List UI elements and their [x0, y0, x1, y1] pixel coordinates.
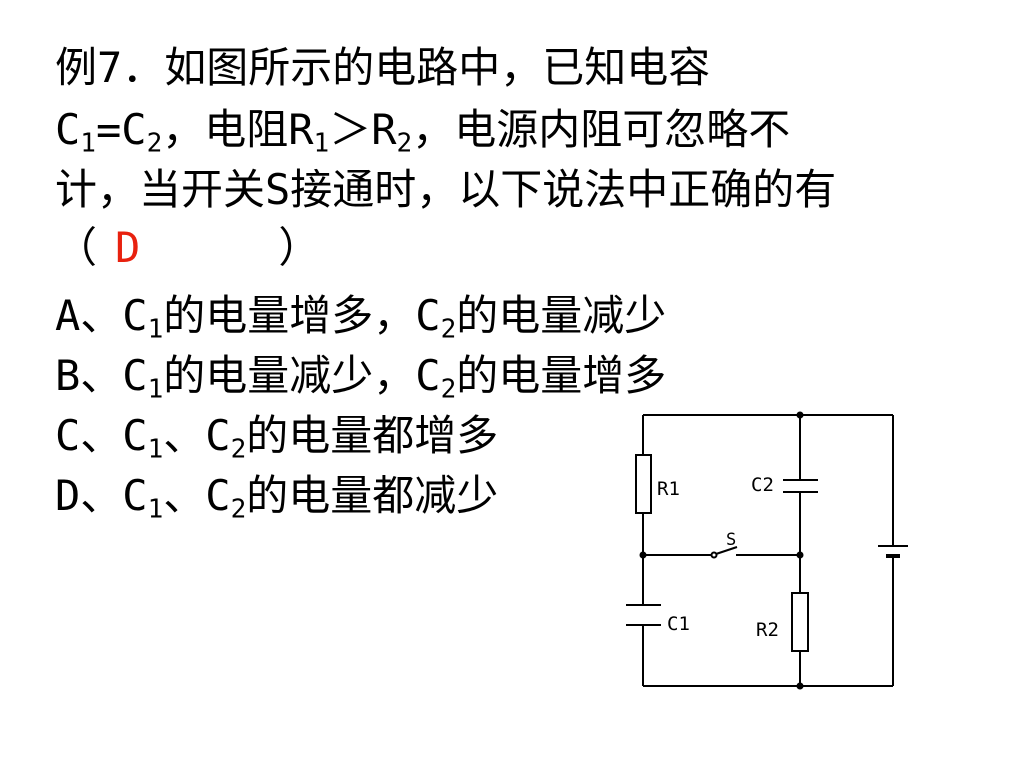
- switch-label: S: [726, 530, 736, 550]
- answer-letter: D: [115, 223, 141, 272]
- battery: [878, 545, 908, 558]
- question-text: 例7．如图所示的电路中，已知电容: [55, 43, 711, 92]
- question-line-2: C1=C2，电阻R1＞R2，电源内阻可忽略不: [55, 104, 790, 156]
- option-label: D、C: [55, 471, 148, 520]
- subscript: 2: [396, 128, 413, 159]
- option-label: B、C: [55, 351, 148, 400]
- option-text: 的电量减少，C: [163, 351, 441, 400]
- option-text: 的电量都增多: [246, 411, 499, 460]
- resistor-r2: [791, 592, 809, 652]
- switch-s: [710, 546, 738, 559]
- r1-label: R1: [657, 478, 680, 500]
- gt-text: ＞R: [329, 105, 397, 154]
- option-text: 的电量增多: [456, 351, 667, 400]
- question-line-1: 例7．如图所示的电路中，已知电容: [55, 42, 710, 94]
- capacitor-c2: [783, 479, 818, 493]
- eq-text: =C: [95, 105, 147, 154]
- option-text: 、C: [163, 411, 231, 460]
- subscript: 1: [147, 494, 164, 525]
- subscript: 1: [147, 374, 164, 405]
- c-label: C: [55, 105, 81, 154]
- option-c: C、C1、C2的电量都增多: [55, 410, 498, 462]
- option-a: A、C1的电量增多，C2的电量减少: [55, 290, 666, 342]
- junction-dots: [639, 411, 804, 690]
- question-text: 计，当开关S接通时，以下说法中正确的有: [55, 165, 837, 214]
- subscript: 1: [313, 128, 330, 159]
- subscript: 2: [230, 434, 247, 465]
- subscript: 2: [440, 314, 457, 345]
- option-b: B、C1的电量减少，C2的电量增多: [55, 350, 666, 402]
- circuit-diagram: R1 C2 S C1 R2: [626, 411, 908, 690]
- option-d: D、C1、C2的电量都减少: [55, 470, 498, 522]
- option-text: 、C: [163, 471, 231, 520]
- resistor-r1: [635, 454, 652, 514]
- r2-label: R2: [756, 619, 779, 641]
- option-text: 的电量减少: [456, 291, 667, 340]
- option-label: A、C: [55, 291, 148, 340]
- subscript: 1: [80, 128, 96, 159]
- open-paren: （: [55, 223, 98, 272]
- resistor-text: ，电阻R: [162, 105, 314, 154]
- question-line-3: 计，当开关S接通时，以下说法中正确的有: [55, 164, 836, 216]
- capacitor-c1: [626, 604, 661, 626]
- subscript: 1: [147, 314, 164, 345]
- subscript: 2: [230, 494, 247, 525]
- close-paren: ）: [278, 223, 321, 272]
- c2-label: C2: [751, 474, 774, 496]
- rest-text: ，电源内阻可忽略不: [412, 105, 791, 154]
- option-text: 的电量增多，C: [163, 291, 441, 340]
- subscript: 1: [147, 434, 164, 465]
- answer-line: （ D ）: [55, 222, 320, 274]
- c1-label: C1: [667, 613, 690, 635]
- option-text: 的电量都减少: [246, 471, 499, 520]
- subscript: 2: [146, 128, 163, 159]
- circuit-wires: [642, 414, 894, 687]
- subscript: 2: [440, 374, 457, 405]
- option-label: C、C: [55, 411, 148, 460]
